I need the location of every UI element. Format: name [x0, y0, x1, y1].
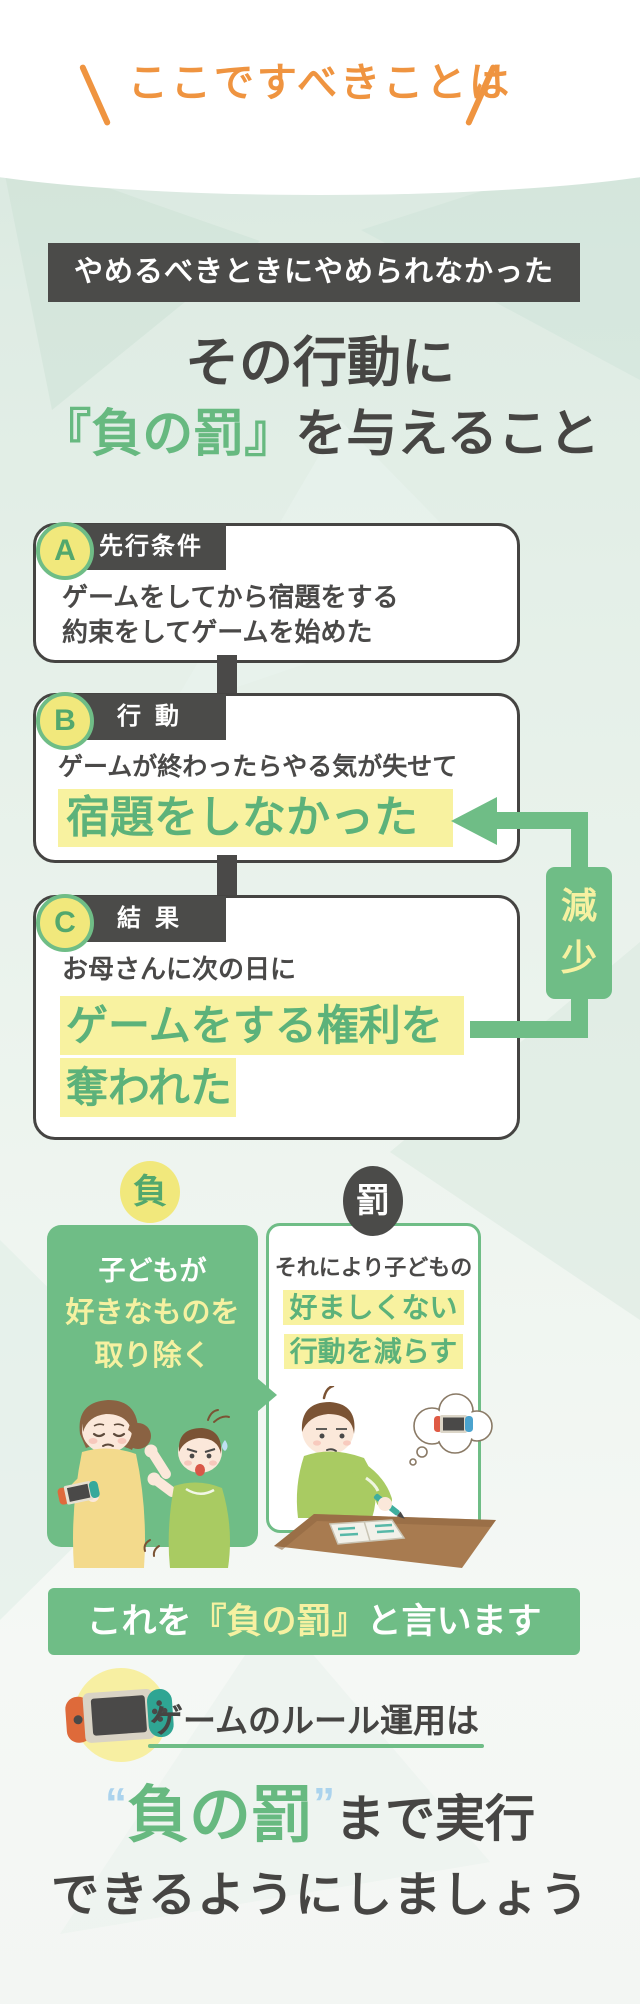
down-arrow-icon	[217, 655, 237, 696]
closing-line2: できるようにしましょう	[50, 1869, 590, 1922]
main-title-emphasis: 『負の罰』	[40, 405, 296, 462]
page-title: ここですべきことは	[127, 61, 513, 105]
switch-console-icon	[434, 1415, 473, 1433]
letter-badge-b: B	[36, 692, 94, 750]
conclusion-banner: これを『負の罰』と言います	[48, 1588, 580, 1655]
boy-homework-illustration	[274, 1386, 496, 1568]
rule-underline	[148, 1744, 484, 1748]
decrease-label-box: 減 少	[546, 867, 612, 999]
result-text-line1: お母さんに次の日に	[62, 954, 297, 984]
header-curve	[0, 100, 640, 195]
behavior-text-line1: ゲームが終わったらやる気が失せて	[58, 753, 458, 781]
decrease-label-char2: 少	[560, 937, 597, 978]
card-pointer-icon	[257, 1378, 277, 1412]
negative-card-line1: 子どもが	[98, 1256, 207, 1286]
decrease-connector-top	[495, 812, 588, 829]
punishment-card-line3-text: 行動を減らす	[283, 1334, 464, 1369]
punishment-card-line2: 好ましくない	[269, 1286, 478, 1326]
antecedent-text-line2: 約束をしてゲームを始めた	[62, 617, 373, 647]
quote-open: “	[104, 1779, 127, 1828]
mom-child-illustration	[57, 1400, 230, 1568]
decrease-connector-bottom	[470, 1021, 588, 1038]
punishment-badge: 罰	[343, 1166, 403, 1236]
negative-badge: 負	[120, 1161, 180, 1223]
result-highlight-line2: 奪われた	[60, 1058, 236, 1117]
switch-console-icon	[65, 1688, 174, 1743]
main-title-line1: その行動に	[185, 333, 455, 393]
letter-badge-a: A	[36, 522, 94, 580]
closing-emphasis: 負の罰	[126, 1781, 313, 1850]
rule-lead-text: ゲームのルール運用は	[150, 1702, 480, 1739]
down-arrow-icon	[217, 855, 237, 901]
banner-pre: これを	[86, 1602, 192, 1641]
negative-card-line3: 取り除く	[94, 1340, 211, 1372]
thought-bubble-icon	[409, 1393, 493, 1466]
punishment-card-line1: それにより子どもの	[274, 1255, 473, 1280]
banner-post: と言います	[366, 1602, 542, 1641]
closing-line1: “負の罰”まで実行	[0, 1764, 640, 1854]
intro-tag: やめるべきときにやめられなかった	[48, 243, 580, 302]
main-title-line2: 『負の罰』を与えること	[0, 392, 640, 466]
result-highlight-line1: ゲームをする権利を	[60, 996, 464, 1055]
punishment-card-line2-text: 好ましくない	[283, 1290, 464, 1325]
behavior-highlight: 宿題をしなかった	[58, 789, 453, 847]
decrease-label-char1: 減	[560, 885, 597, 926]
quote-close: ”	[313, 1779, 335, 1828]
letter-badge-c: C	[36, 894, 94, 952]
punishment-card-line3: 行動を減らす	[269, 1330, 478, 1370]
negative-card-line2: 好きなものを	[65, 1297, 240, 1329]
main-title-rest: を与えること	[295, 405, 600, 462]
closing-rest: まで実行	[335, 1791, 535, 1847]
antecedent-text-line1: ゲームをしてから宿題をする	[62, 582, 399, 612]
banner-emphasis: 『負の罰』	[191, 1602, 367, 1641]
decrease-arrow-icon	[451, 797, 497, 845]
switch-console-icon	[57, 1480, 100, 1505]
